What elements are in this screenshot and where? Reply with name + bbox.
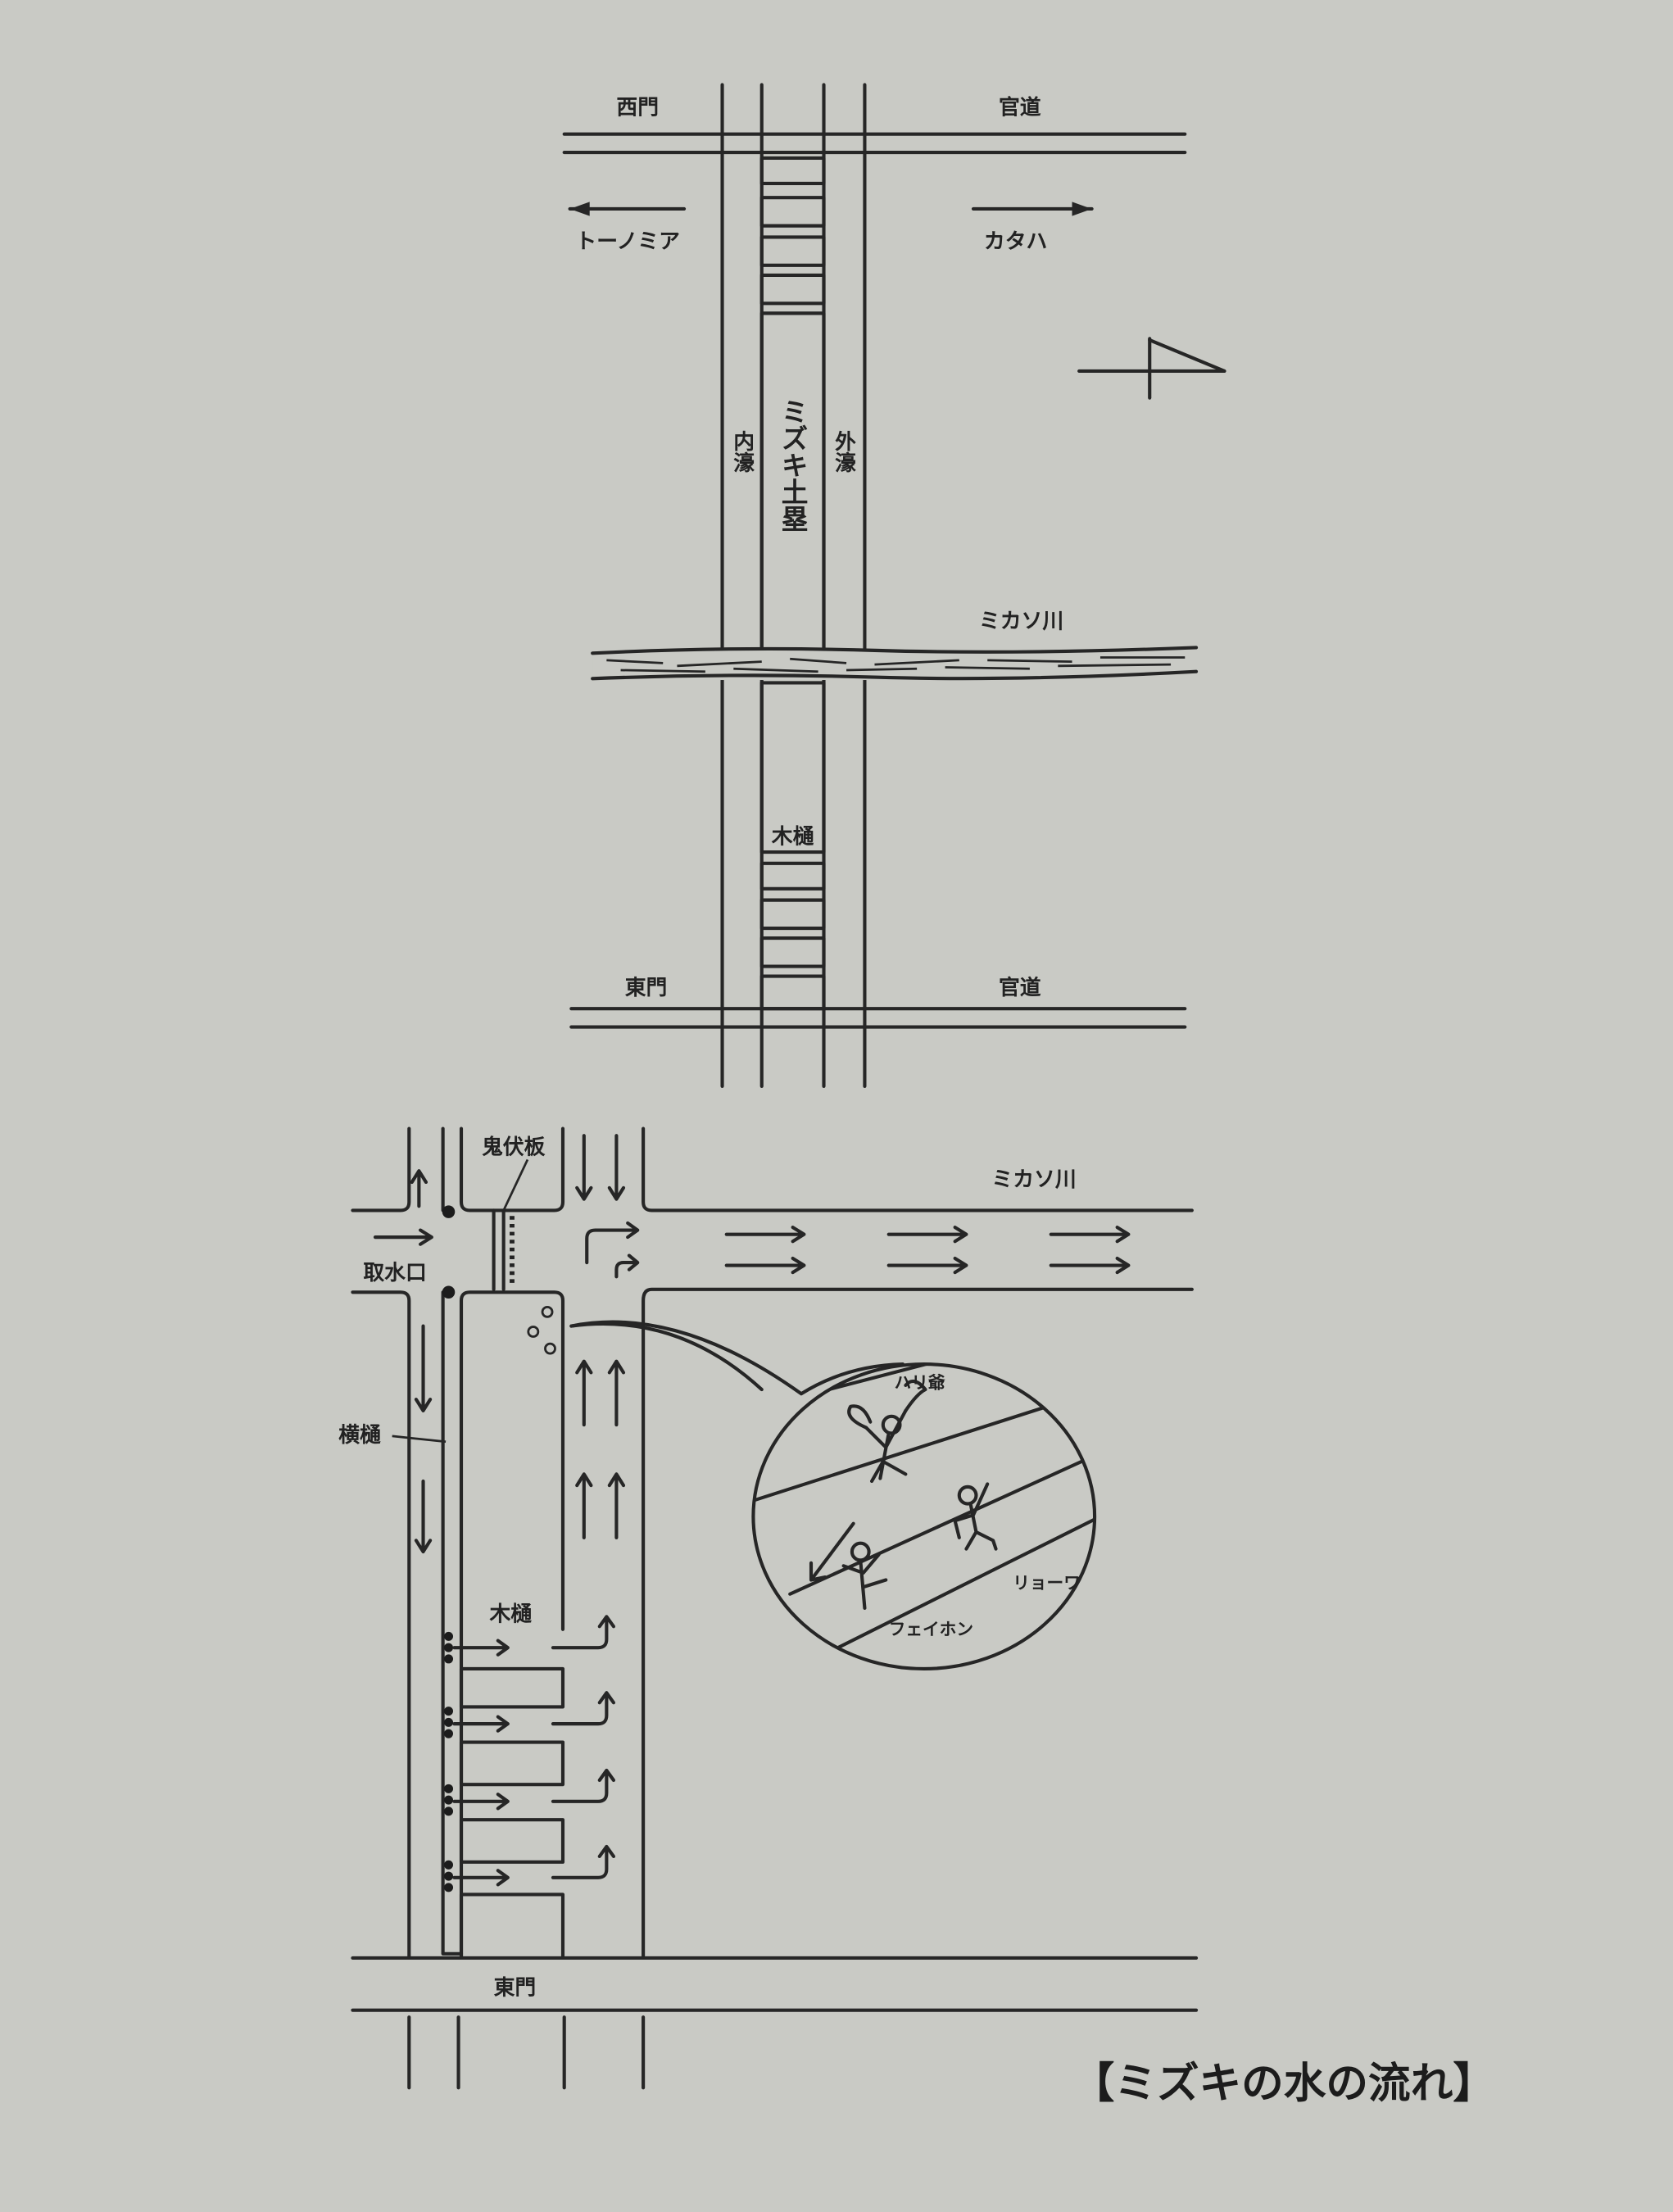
- south-highway: [569, 1007, 1187, 1029]
- river-band: [591, 646, 1199, 681]
- label-east-gate-bottom: 東門: [494, 1976, 537, 2001]
- north-highway: [562, 132, 1187, 155]
- post-dot: [442, 1205, 456, 1218]
- arrow-west: [568, 202, 687, 216]
- label-river-bottom: ミカソ川: [991, 1167, 1076, 1192]
- label-to-left: トーノミア: [575, 229, 680, 254]
- stick-figure-icon: [953, 1482, 998, 1551]
- label-to-right: カタハ: [984, 229, 1047, 254]
- flow-arrows: [373, 1134, 640, 1554]
- pipe-outflow-arrows: [444, 1615, 616, 1892]
- pipe-blocks: [459, 1666, 565, 1960]
- label-intake: 取水口: [363, 1261, 426, 1285]
- label-east-gate-top: 東門: [625, 976, 668, 1000]
- outlet-holes: [527, 1305, 556, 1355]
- north-arrow-icon: [1077, 337, 1226, 400]
- stick-figure-icon: [847, 1379, 927, 1484]
- label-wooden-pipe-bottom: 木樋: [488, 1602, 532, 1626]
- east-gate-road: [351, 1956, 1199, 2090]
- label-outer-moat: 外濠: [832, 430, 856, 473]
- sluice-board: [492, 1158, 529, 1291]
- post-dot: [442, 1285, 456, 1299]
- label-highway-south: 官道: [999, 975, 1041, 1000]
- leader-line: [392, 1435, 447, 1444]
- label-earthwork: ミズキ土塁: [778, 398, 809, 533]
- label-inner-moat: 内濠: [730, 430, 755, 473]
- stick-figure-icon: [809, 1521, 888, 1611]
- label-feihong: フェイホン: [889, 1620, 973, 1639]
- label-sluice-board: 鬼伏板: [482, 1135, 546, 1160]
- label-hari: ハリ爺: [895, 1372, 945, 1392]
- earthwork-blocks: [759, 156, 826, 1011]
- label-side-pipe: 横樋: [338, 1423, 381, 1448]
- diagram-caption: 【ミズキの水の流れ】: [1072, 2059, 1495, 2108]
- arrow-east: [971, 202, 1094, 216]
- label-highway-north: 官道: [999, 95, 1041, 120]
- speech-bubble: ハリ爺 リョーワ フェイホン: [569, 1320, 1097, 1671]
- label-west-gate: 西門: [616, 96, 659, 120]
- label-wooden-pipe-top: 木樋: [771, 825, 814, 850]
- label-ryowa: リョーワ: [1013, 1573, 1081, 1593]
- channel-walls: [351, 1126, 1194, 1960]
- moat-lines: [720, 83, 867, 1088]
- label-river-top: ミカソ川: [979, 609, 1063, 633]
- bottom-map: 鬼伏板 取水口 横樋 ミカソ川 木樋 東門: [338, 1126, 1199, 2090]
- river-arrows: [724, 1226, 1131, 1275]
- top-map: 西門 官道 トーノミア カタハ 内濠 ミズキ土塁 外濠 ミカソ川 木樋 東門 官…: [562, 83, 1226, 1088]
